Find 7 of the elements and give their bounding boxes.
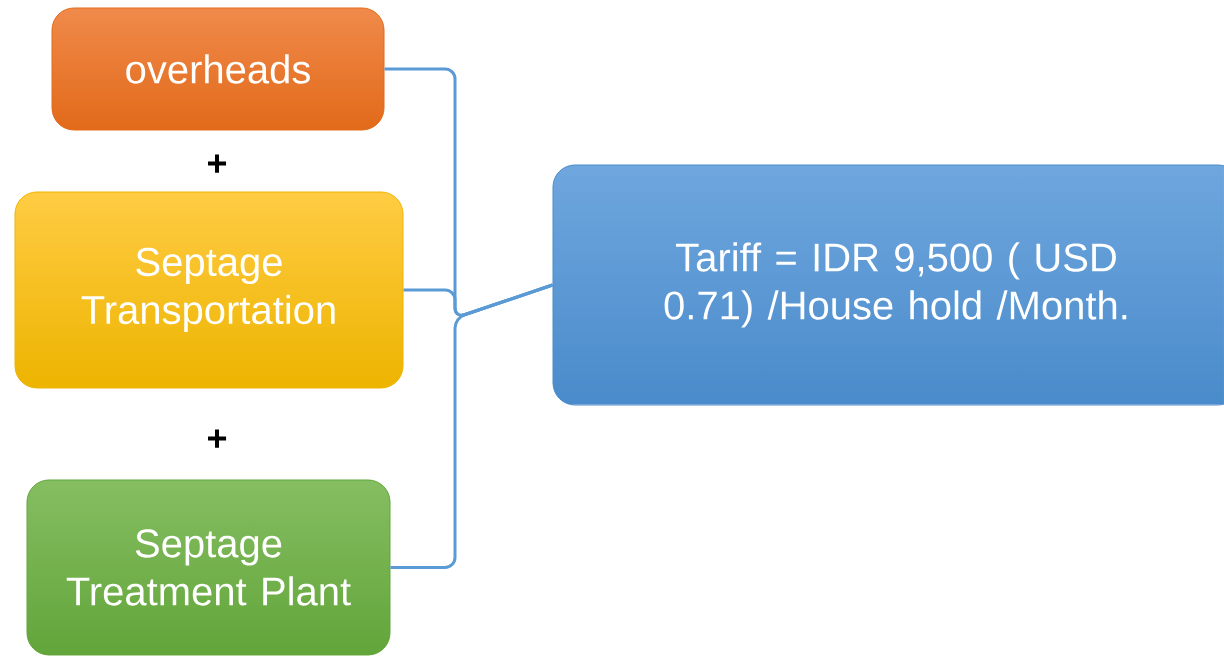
process-box: Septage Treatment Plant [26, 479, 391, 656]
process-box: overheads [51, 7, 385, 131]
plus-sign: + [208, 429, 227, 448]
process-box: Septage Transportation [14, 191, 404, 389]
brace-line [390, 283, 553, 569]
result-box: Tariff = IDR 9,500 ( USD 0.71) /House hold /Month. [552, 164, 1224, 406]
plus-sign: + [208, 154, 227, 173]
